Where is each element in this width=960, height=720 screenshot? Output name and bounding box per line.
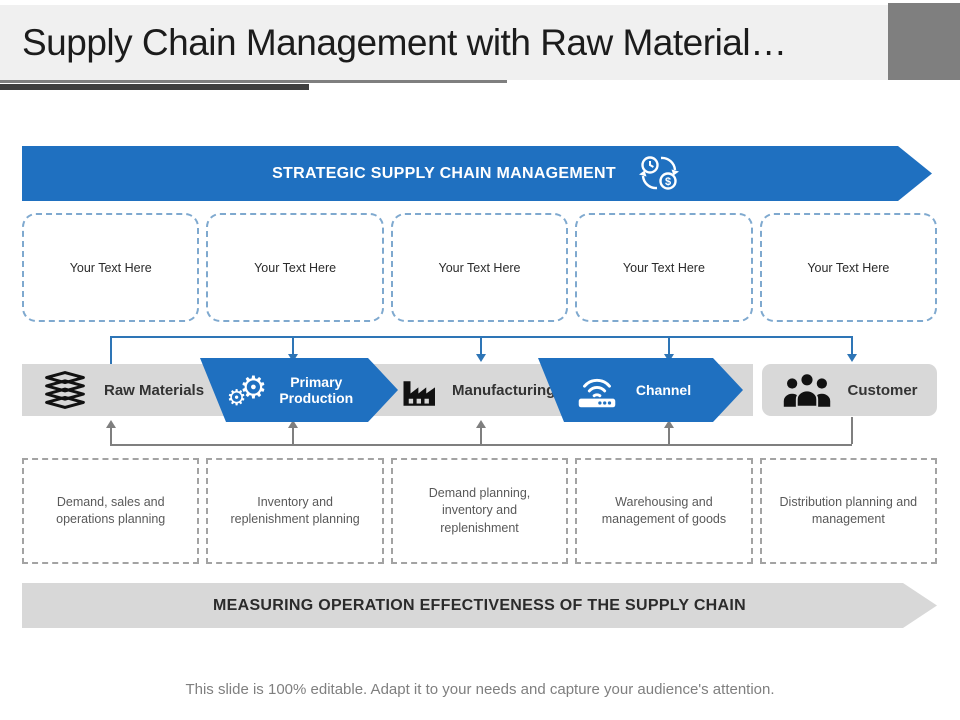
process-note-2[interactable]: Inventory and replenishment planning [206, 458, 384, 564]
bottom-connector-rise-raw [110, 428, 112, 444]
stage-channel-label: Channel [635, 381, 692, 398]
footer-note: This slide is 100% editable. Adapt it to… [185, 681, 775, 698]
measuring-banner-label: MEASURING OPERATION EFFECTIVENESS OF THE… [212, 596, 746, 614]
up-arrow-icon [476, 420, 486, 428]
process-note-4[interactable]: Warehousing and management of goods [575, 458, 753, 564]
process-note-1-label: Demand, sales and operations planning [56, 494, 166, 527]
stage-raw-materials-label: Raw Materials [104, 381, 205, 399]
process-note-1[interactable]: Demand, sales and operations planning [22, 458, 200, 564]
measuring-banner[interactable]: MEASURING OPERATION EFFECTIVENESS OF THE… [22, 583, 937, 628]
bottom-connector-hline [110, 444, 852, 446]
bottom-connector-rise-customer [851, 417, 853, 444]
process-note-3-label: Demand planning, inventory and replenish… [428, 485, 531, 535]
up-arrow-icon [664, 420, 674, 428]
text-placeholder-5-label: Your Text Here [807, 260, 890, 275]
stage-manufacturing[interactable]: Manufacturing [400, 364, 555, 416]
top-connector-drop-manufacturing [480, 336, 482, 354]
factory-icon [403, 381, 435, 406]
text-placeholder-1[interactable]: Your Text Here [22, 213, 200, 322]
stage-channel[interactable]: Channel [538, 358, 743, 422]
bottom-connector-rise-channel [668, 428, 670, 444]
process-note-row: Demand, sales and operations planning In… [22, 458, 938, 564]
text-placeholder-2[interactable]: Your Text Here [206, 213, 384, 322]
top-connector-drop-production [292, 336, 294, 354]
process-note-5-label: Distribution planning and management [779, 494, 918, 527]
top-connector-drop-customer [851, 336, 853, 354]
strategic-banner[interactable]: STRATEGIC SUPPLY CHAIN MANAGEMENT $ [22, 146, 932, 201]
process-note-4-label: Warehousing and management of goods [601, 494, 727, 527]
process-note-5[interactable]: Distribution planning and management [759, 458, 938, 564]
text-placeholder-2-label: Your Text Here [254, 260, 337, 275]
text-placeholder-4-label: Your Text Here [622, 260, 705, 275]
up-arrow-icon [106, 420, 116, 428]
down-arrow-icon [476, 354, 486, 362]
process-note-2-label: Inventory and replenishment planning [230, 494, 360, 527]
time-money-exchange-icon: $ [638, 154, 682, 194]
bottom-connector-rise-production [292, 428, 294, 444]
stage-primary-production[interactable]: ⚙⚙ Primary Production [200, 358, 398, 422]
text-placeholder-3-label: Your Text Here [438, 260, 521, 275]
slide-title[interactable]: Supply Chain Management with Raw Materia… [22, 21, 787, 63]
top-connector-drop-raw [110, 336, 112, 364]
people-group-icon [784, 372, 831, 408]
accent-corner-block [888, 3, 960, 80]
text-placeholder-4[interactable]: Your Text Here [575, 213, 753, 322]
stage-customer-label: Customer [847, 381, 918, 399]
bottom-connector-rise-manufacturing [480, 428, 482, 444]
svg-text:$: $ [665, 176, 671, 188]
wifi-router-icon [572, 370, 622, 410]
text-placeholder-1-label: Your Text Here [69, 260, 152, 275]
title-underline-dark [0, 84, 309, 90]
stage-customer[interactable]: Customer [762, 364, 937, 416]
text-placeholder-5[interactable]: Your Text Here [759, 213, 938, 322]
strategic-banner-label: STRATEGIC SUPPLY CHAIN MANAGEMENT [272, 164, 616, 182]
down-arrow-icon [847, 354, 857, 362]
gears-icon: ⚙⚙ [226, 369, 268, 411]
stage-manufacturing-label: Manufacturing [452, 381, 556, 399]
layers-stack-icon [45, 371, 85, 409]
up-arrow-icon [288, 420, 298, 428]
stage-primary-production-label: Primary Production [279, 373, 354, 406]
title-bar: Supply Chain Management with Raw Materia… [0, 5, 888, 80]
top-connector-drop-channel [668, 336, 670, 354]
text-placeholder-3[interactable]: Your Text Here [390, 213, 569, 322]
placeholder-row-top: Your Text Here Your Text Here Your Text … [22, 213, 938, 322]
stage-raw-materials[interactable]: Raw Materials [42, 364, 204, 416]
process-note-3[interactable]: Demand planning, inventory and replenish… [390, 458, 569, 564]
title-underline-light [0, 80, 507, 83]
